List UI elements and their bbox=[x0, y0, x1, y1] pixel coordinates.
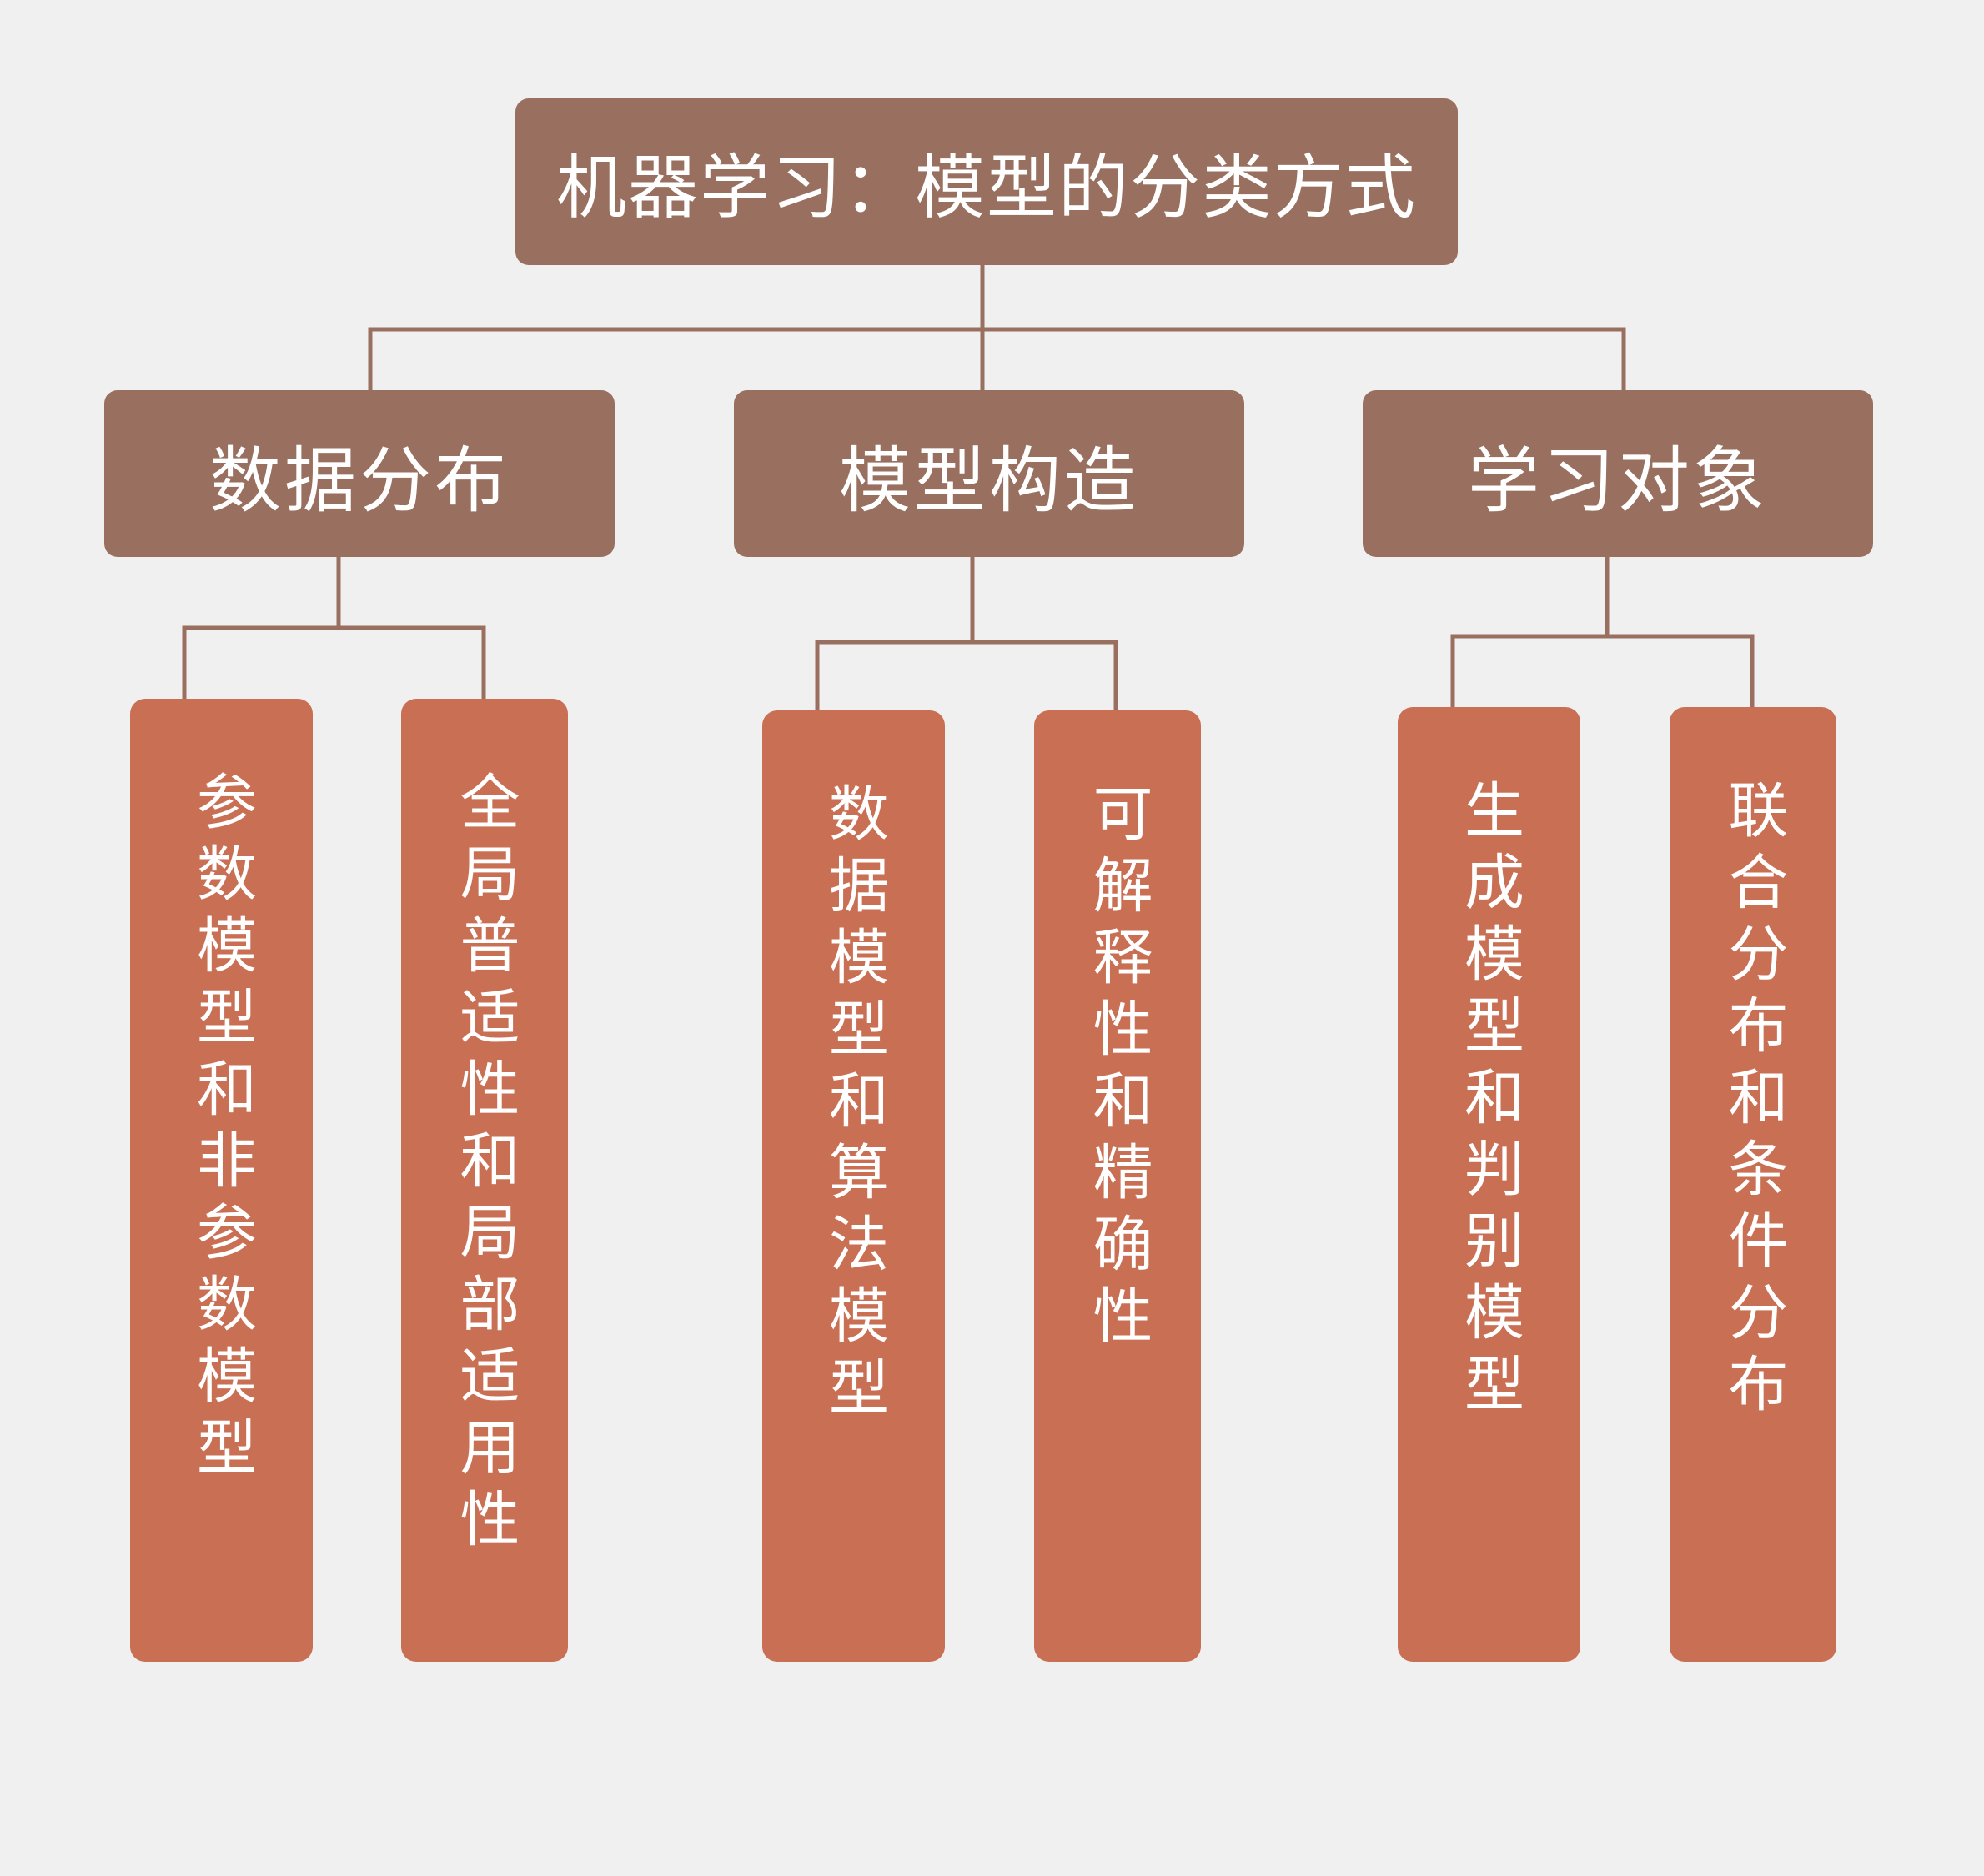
leaf-label: 生成模型和判别模型 bbox=[1454, 779, 1524, 1424]
leaf-node-generative-discriminative: 生成模型和判别模型 bbox=[1398, 707, 1580, 1662]
category-node-data-distribution: 数据分布 bbox=[104, 390, 615, 557]
leaf-label: 联合分布和条件分布 bbox=[1718, 779, 1788, 1424]
leaf-node-interpretability: 可解释性和精确性 bbox=[1034, 710, 1201, 1662]
root-node: 机器学习：模型的分类方式 bbox=[515, 98, 1458, 265]
root-node-label: 机器学习：模型的分类方式 bbox=[555, 146, 1417, 228]
leaf-label: 可解释性和精确性 bbox=[1082, 782, 1153, 1356]
leaf-node-data-algorithm: 数据模型和算法模型 bbox=[762, 710, 945, 1662]
category-node-learning-target: 学习对象 bbox=[1363, 390, 1873, 557]
leaf-label: 参数模型和非参数模型 bbox=[186, 770, 257, 1487]
category-node-model-construction: 模型构造 bbox=[734, 390, 1244, 557]
leaf-label: 数据模型和算法模型 bbox=[818, 782, 889, 1427]
leaf-label: 全局普适性和局部适用性 bbox=[450, 770, 520, 1559]
category-label: 学习对象 bbox=[1468, 439, 1768, 523]
leaf-node-global-local: 全局普适性和局部适用性 bbox=[401, 699, 568, 1662]
leaf-node-joint-conditional: 联合分布和条件分布 bbox=[1670, 707, 1836, 1662]
category-label: 模型构造 bbox=[839, 439, 1139, 523]
category-label: 数据分布 bbox=[209, 439, 510, 523]
leaf-node-parametric: 参数模型和非参数模型 bbox=[130, 699, 313, 1662]
